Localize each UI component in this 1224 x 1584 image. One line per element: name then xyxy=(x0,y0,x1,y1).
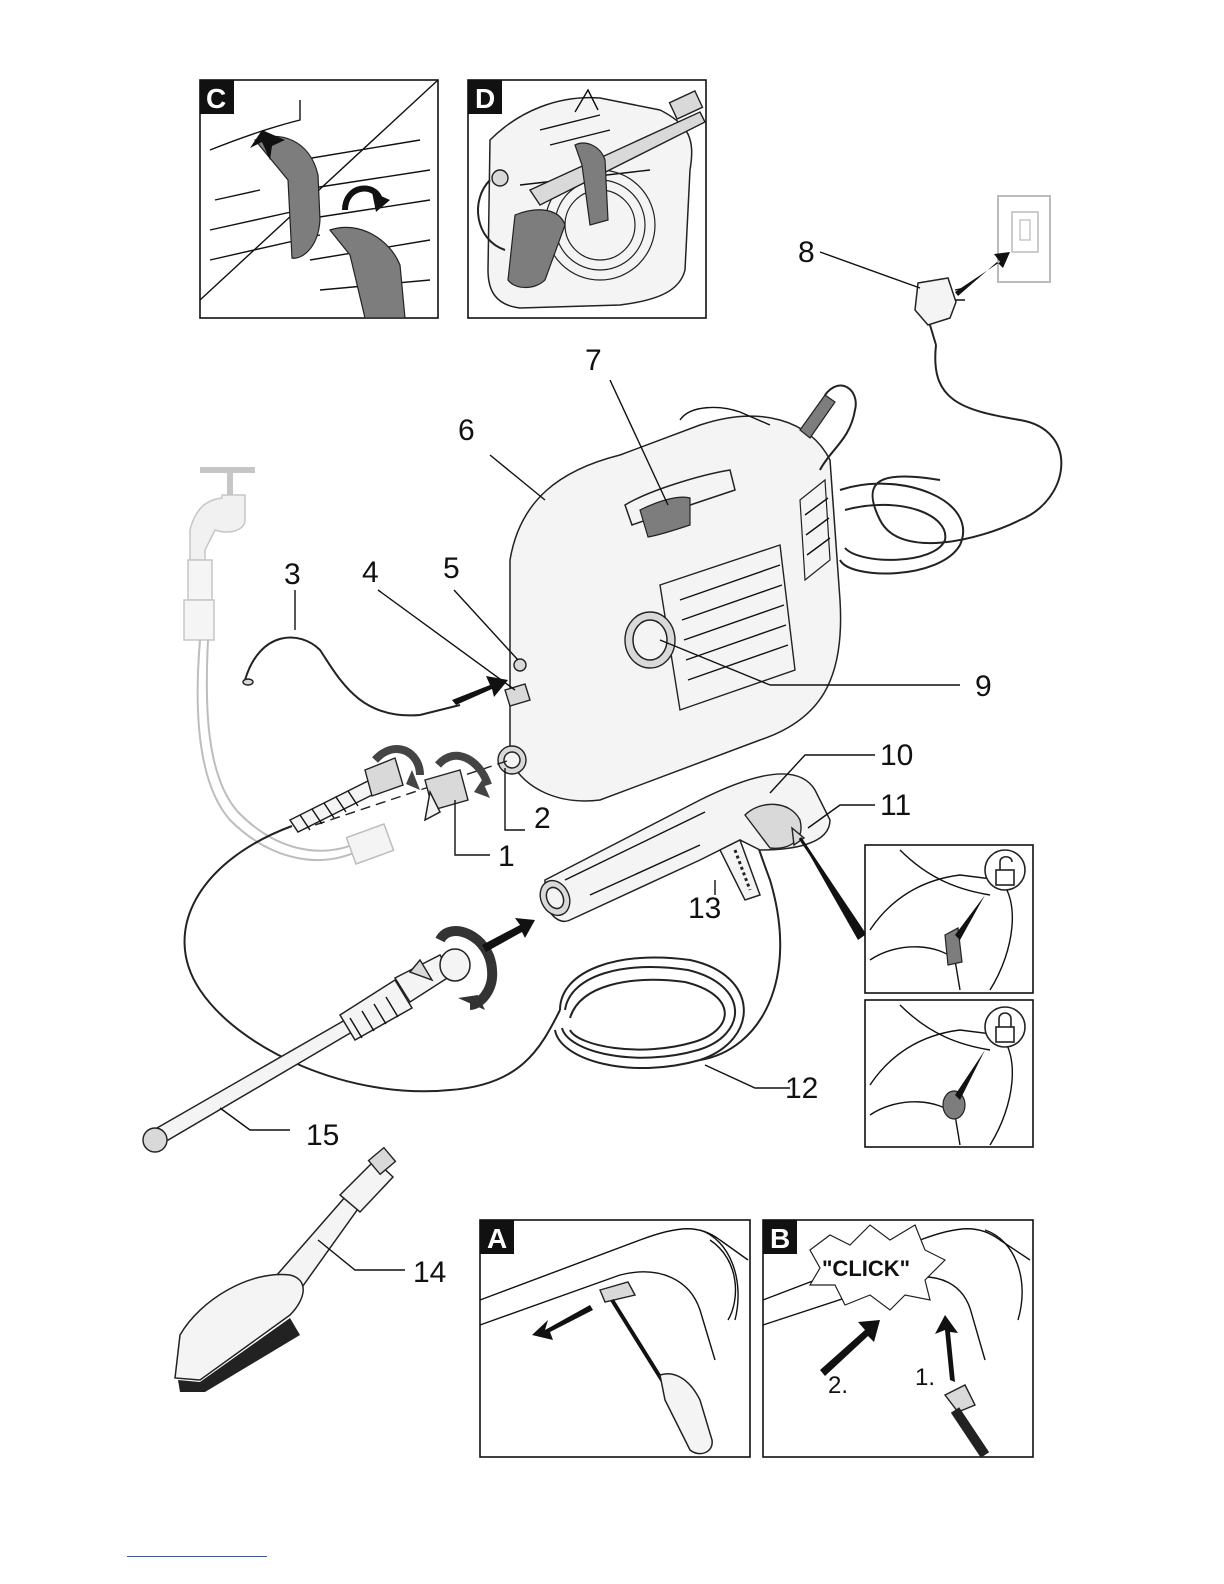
leader-8 xyxy=(820,252,920,288)
mains-plug xyxy=(915,278,965,345)
insert-arrow-icon xyxy=(452,676,508,705)
panel-a-label: A xyxy=(487,1223,507,1254)
panel-d: D xyxy=(468,80,706,318)
callout-3: 3 xyxy=(284,558,301,591)
leader-15 xyxy=(220,1108,290,1130)
panel-a: A xyxy=(480,1220,750,1457)
part-12-hose-coil xyxy=(555,957,744,1068)
callout-5: 5 xyxy=(443,552,460,585)
power-cord-coil xyxy=(840,484,963,574)
callout-10: 10 xyxy=(880,739,913,772)
padlock-closed-icon xyxy=(996,1027,1014,1042)
part-13-trigger xyxy=(720,840,760,900)
callout-4: 4 xyxy=(362,556,379,589)
click-label: "CLICK" xyxy=(822,1256,910,1281)
callout-8: 8 xyxy=(798,236,815,269)
hose-coupling-ghost xyxy=(346,824,393,864)
trigger-unlocked-detail xyxy=(865,845,1033,993)
leader-1 xyxy=(455,800,490,855)
leader-4 xyxy=(378,590,515,690)
part-1-coupling xyxy=(425,756,490,820)
plug-in-arrow-icon xyxy=(955,252,1010,296)
step-1-label: 1. xyxy=(915,1364,935,1391)
leader-5 xyxy=(454,590,518,660)
footer-rule xyxy=(127,1556,267,1557)
part-3-hose xyxy=(245,638,460,716)
trigger-locked-detail xyxy=(865,1000,1033,1147)
water-tap xyxy=(184,470,255,640)
attach-arrow-icon xyxy=(482,918,535,952)
callout-7: 7 xyxy=(585,344,602,377)
panel-d-label: D xyxy=(475,83,495,114)
callout-12: 12 xyxy=(785,1072,818,1105)
callout-2: 2 xyxy=(534,802,551,835)
callout-1: 1 xyxy=(498,840,515,873)
panel-b: "CLICK" 2. 1. B xyxy=(763,1220,1033,1457)
panel-c: C xyxy=(200,80,438,318)
leader-12 xyxy=(705,1065,790,1088)
callout-15: 15 xyxy=(306,1119,339,1152)
callout-9: 9 xyxy=(975,670,992,703)
panel-b-label: B xyxy=(770,1223,790,1254)
step-2-label: 2. xyxy=(828,1372,848,1399)
padlock-open-icon xyxy=(996,870,1014,885)
leader-6 xyxy=(490,455,545,500)
callout-14: 14 xyxy=(413,1256,446,1289)
wall-socket xyxy=(998,196,1050,282)
hose-end-fitting xyxy=(290,749,420,832)
callout-11: 11 xyxy=(880,789,911,822)
pressure-washer-body xyxy=(498,386,856,801)
part-5-plug xyxy=(514,659,526,671)
panel-c-label: C xyxy=(206,83,226,114)
callout-13: 13 xyxy=(688,892,721,925)
callout-6: 6 xyxy=(458,414,475,447)
